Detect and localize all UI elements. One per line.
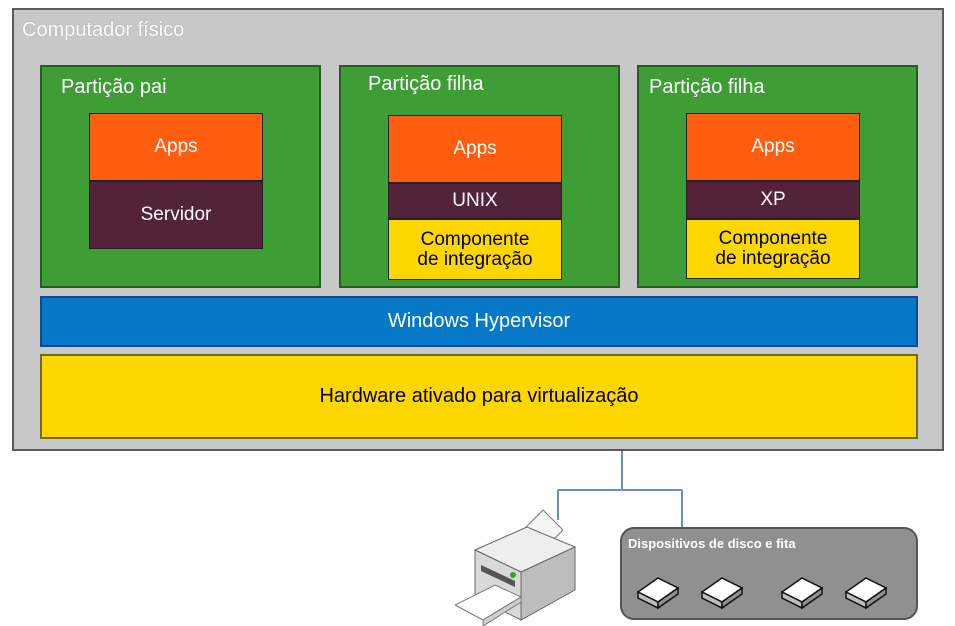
disk-drive-icon bbox=[780, 577, 824, 610]
disk-drive-icon bbox=[700, 577, 744, 610]
child-partition-unix-title: Partição filha bbox=[368, 73, 484, 95]
unix-integration-component: Componente de integração bbox=[388, 219, 562, 280]
windows-hypervisor-layer: Windows Hypervisor bbox=[40, 296, 918, 347]
parent-apps-layer: Apps bbox=[89, 113, 263, 181]
xp-integration-line1: Componente bbox=[718, 228, 828, 249]
parent-partition-title: Partição pai bbox=[61, 76, 167, 98]
xp-integration-line2: de integração bbox=[715, 248, 831, 269]
printer-icon bbox=[455, 509, 577, 626]
child-partition-xp-title: Partição filha bbox=[649, 76, 765, 98]
unix-apps-layer: Apps bbox=[388, 115, 562, 183]
physical-computer-title: Computador físico bbox=[22, 19, 185, 41]
disk-tape-devices-label: Dispositivos de disco e fita bbox=[628, 536, 796, 551]
parent-os-layer: Servidor bbox=[89, 181, 263, 249]
unix-integration-line2: de integração bbox=[417, 248, 533, 270]
xp-integration-component: Componente de integração bbox=[686, 219, 860, 279]
xp-apps-layer: Apps bbox=[686, 113, 860, 181]
disk-drive-icon bbox=[844, 577, 888, 610]
unix-os-layer: UNIX bbox=[388, 183, 562, 219]
unix-integration-line1: Componente bbox=[420, 228, 530, 250]
parent-partition bbox=[40, 65, 321, 288]
disk-drives-group bbox=[636, 577, 888, 610]
virtualization-hardware-layer: Hardware ativado para virtualização bbox=[40, 354, 918, 439]
xp-os-layer: XP bbox=[686, 181, 860, 219]
disk-drive-icon bbox=[636, 577, 680, 610]
